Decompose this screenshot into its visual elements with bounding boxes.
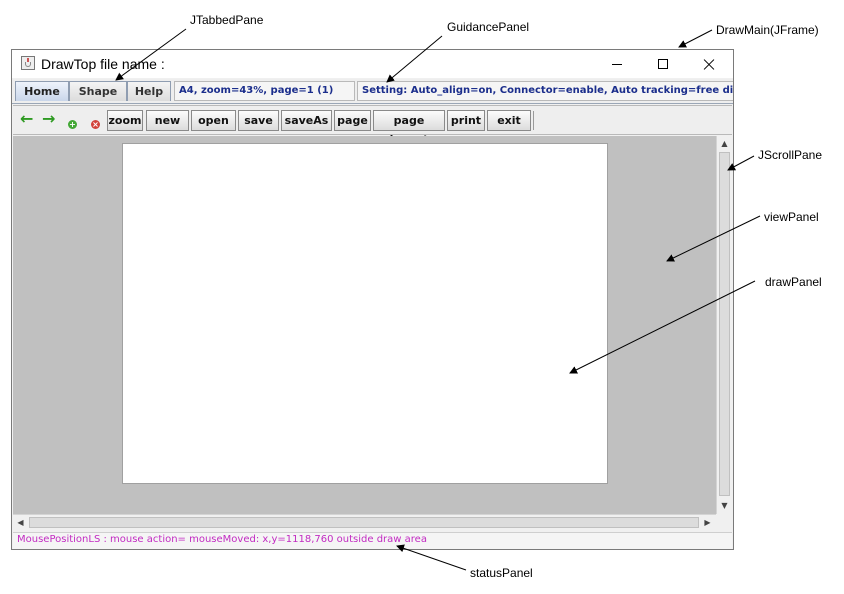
back-arrow-icon[interactable]: ← xyxy=(20,109,34,128)
forward-arrow-icon[interactable]: → xyxy=(42,109,56,128)
maximize-icon xyxy=(658,59,668,69)
toolbar-separator xyxy=(533,111,534,130)
annotation-viewpanel: viewPanel xyxy=(764,210,819,224)
save-as-button[interactable]: saveAs xyxy=(281,110,332,131)
vertical-scroll-thumb[interactable] xyxy=(719,152,730,496)
zoom-button[interactable]: zoom xyxy=(107,110,143,131)
print-button[interactable]: print xyxy=(447,110,485,131)
toolbar: ← → + × zoom new open save saveAs page p… xyxy=(13,105,732,146)
window-title: DrawTop file name : xyxy=(41,56,165,72)
annotation-jtabbedpane: JTabbedPane xyxy=(190,13,264,27)
tab-shape[interactable]: Shape xyxy=(69,81,127,101)
arrow-drawmain xyxy=(678,29,713,48)
tab-help[interactable]: Help xyxy=(127,81,171,101)
status-panel: MousePositionLS : mouse action= mouseMov… xyxy=(13,532,732,549)
scroll-down-icon[interactable]: ▼ xyxy=(717,498,732,513)
horizontal-scrollbar[interactable]: ◀ ▶ xyxy=(13,514,716,530)
annotation-statuspanel: statusPanel xyxy=(470,566,533,580)
tabbed-pane: Home Shape Help A4, zoom=43%, page=1 (1)… xyxy=(12,79,733,104)
scroll-right-icon[interactable]: ▶ xyxy=(700,515,715,530)
close-button[interactable] xyxy=(686,50,732,78)
title-bar[interactable]: DrawTop file name : xyxy=(12,50,733,78)
minimize-icon xyxy=(612,64,622,65)
drawtop-window: DrawTop file name : Home Shape Help A4, … xyxy=(11,49,734,550)
minimize-button[interactable] xyxy=(594,50,640,78)
scroll-left-icon[interactable]: ◀ xyxy=(13,515,28,530)
annotation-jscrollpane: JScrollPane xyxy=(758,148,823,162)
annotation-guidancepanel: GuidancePanel xyxy=(447,20,530,34)
annotation-drawpanel: drawPanel xyxy=(765,275,822,289)
horizontal-scroll-thumb[interactable] xyxy=(29,517,699,528)
new-button[interactable]: new xyxy=(146,110,189,131)
exit-button[interactable]: exit xyxy=(487,110,531,131)
save-button[interactable]: save xyxy=(238,110,279,131)
annotation-drawmain: DrawMain(JFrame) xyxy=(716,23,819,37)
add-icon[interactable]: + xyxy=(68,120,77,129)
page-button[interactable]: page xyxy=(334,110,371,131)
status-text: MousePositionLS : mouse action= mouseMov… xyxy=(17,534,427,545)
tab-home[interactable]: Home xyxy=(15,81,69,101)
open-button[interactable]: open xyxy=(191,110,236,131)
draw-panel[interactable] xyxy=(122,143,608,484)
view-panel[interactable] xyxy=(13,136,716,514)
scroll-corner xyxy=(716,514,732,530)
page-info-label: A4, zoom=43%, page=1 (1) xyxy=(174,81,355,101)
vertical-scrollbar[interactable]: ▲ ▼ xyxy=(716,136,732,514)
maximize-button[interactable] xyxy=(640,50,686,78)
java-app-icon xyxy=(21,56,35,70)
scroll-up-icon[interactable]: ▲ xyxy=(717,136,732,151)
guidance-panel: Setting: Auto_align=on, Connector=enable… xyxy=(357,81,733,101)
remove-icon[interactable]: × xyxy=(91,120,100,129)
page-layout-button[interactable]: page layout xyxy=(373,110,445,146)
